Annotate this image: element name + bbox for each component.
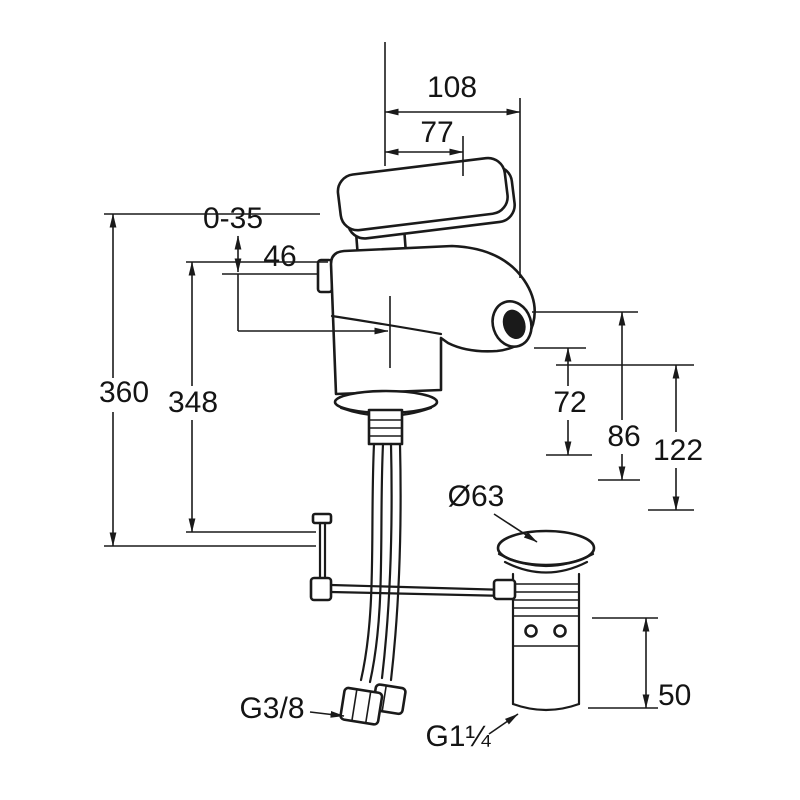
dim-spout-clearance: 72: [553, 386, 586, 419]
dim-axis-offset: 46: [263, 240, 296, 273]
mounting-shank: [367, 408, 404, 446]
dim-handle-width: 77: [420, 116, 453, 149]
supply-hoses: [359, 442, 402, 684]
label-supply-thread: G3/8: [239, 692, 304, 725]
pop-up-rod: [309, 512, 510, 602]
dim-top-width: 108: [427, 71, 477, 104]
faucet-body-group: [309, 156, 596, 726]
overflow-hole-right: [553, 624, 567, 638]
spout-outlet: [491, 300, 533, 348]
dim-total-height: 360: [99, 376, 149, 409]
dim-waste-body-height: 50: [658, 679, 691, 712]
handle-plate: [336, 156, 516, 240]
mixer-body: [329, 244, 536, 396]
dim-right-height: 122: [653, 434, 703, 467]
dim-secondary-height: 348: [168, 386, 218, 419]
label-waste-thread: G1¼: [425, 720, 491, 753]
dim-waste-cap-diameter: Ø63: [448, 480, 505, 513]
dim-spout-mid-height: 86: [607, 420, 640, 453]
hose-nut-front: [339, 686, 384, 726]
dimension-annotations: 108 77 0-35 46 360 348 72: [99, 42, 703, 753]
pop-up-drain: [492, 529, 596, 712]
lever-joint-nut: [492, 578, 517, 601]
dim-lever-travel: 0-35: [203, 202, 263, 235]
body-front-edge: [330, 314, 443, 336]
overflow-hole-left: [524, 624, 538, 638]
